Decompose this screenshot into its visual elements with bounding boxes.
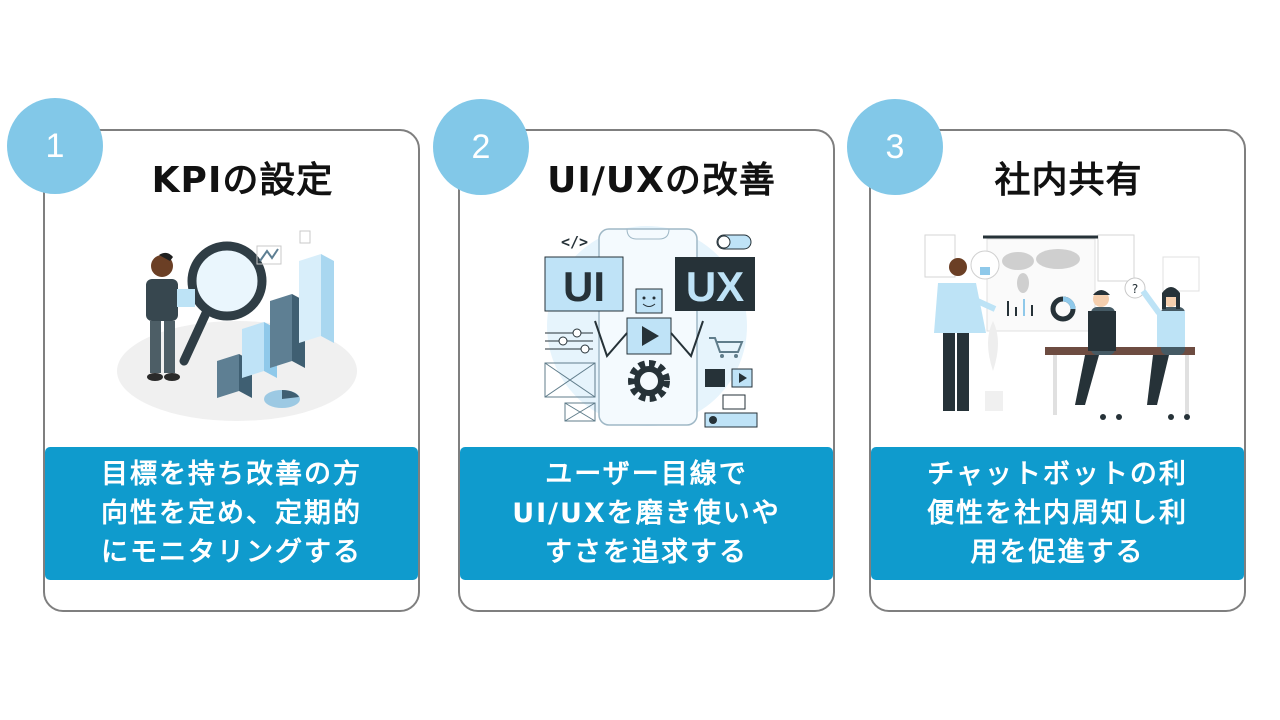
card-title: 社内共有 [994,160,1143,201]
description-line: にモニタリングする [101,537,362,568]
step-badge-1: 1 [7,98,103,194]
meeting-illustration-icon: ? [913,221,1203,431]
kpi-illustration-icon [102,221,362,431]
card-internal-sharing: 社内共有 ? [869,129,1246,612]
card-title: KPIの設定 [151,160,334,201]
card-title: UI/UXの改善 [547,160,776,201]
uiux-illustration-icon: </> UI UX [527,221,767,431]
description-line: ユーザー目線で [545,459,748,490]
svg-text:UI: UI [563,263,605,310]
step-badge-3: 3 [847,99,943,195]
step-number: 1 [45,126,65,165]
card-description: チャットボットの利 便性を社内周知し利 用を促進する [871,447,1244,580]
step-badge-2: 2 [433,99,529,195]
description-line: チャットボットの利 [927,459,1188,490]
description-line: すさを追求する [545,537,748,568]
card-kpi: KPIの設定 [43,129,420,612]
svg-text:UX: UX [685,263,743,310]
svg-text:?: ? [1131,282,1137,296]
card-description: ユーザー目線で UI/UXを磨き使いや すさを追求する [460,447,833,580]
step-number: 2 [471,127,491,166]
step-number: 3 [885,127,905,166]
description-line: 用を促進する [970,537,1145,568]
description-line: 向性を定め、定期的 [101,498,362,529]
description-line: 便性を社内周知し利 [927,498,1188,529]
card-description: 目標を持ち改善の方 向性を定め、定期的 にモニタリングする [45,447,418,580]
card-uiux: UI/UXの改善 </> UI UX [458,129,835,612]
description-line: UI/UXを磨き使いや [512,498,781,529]
svg-text:</>: </> [561,233,588,251]
description-line: 目標を持ち改善の方 [101,459,362,490]
